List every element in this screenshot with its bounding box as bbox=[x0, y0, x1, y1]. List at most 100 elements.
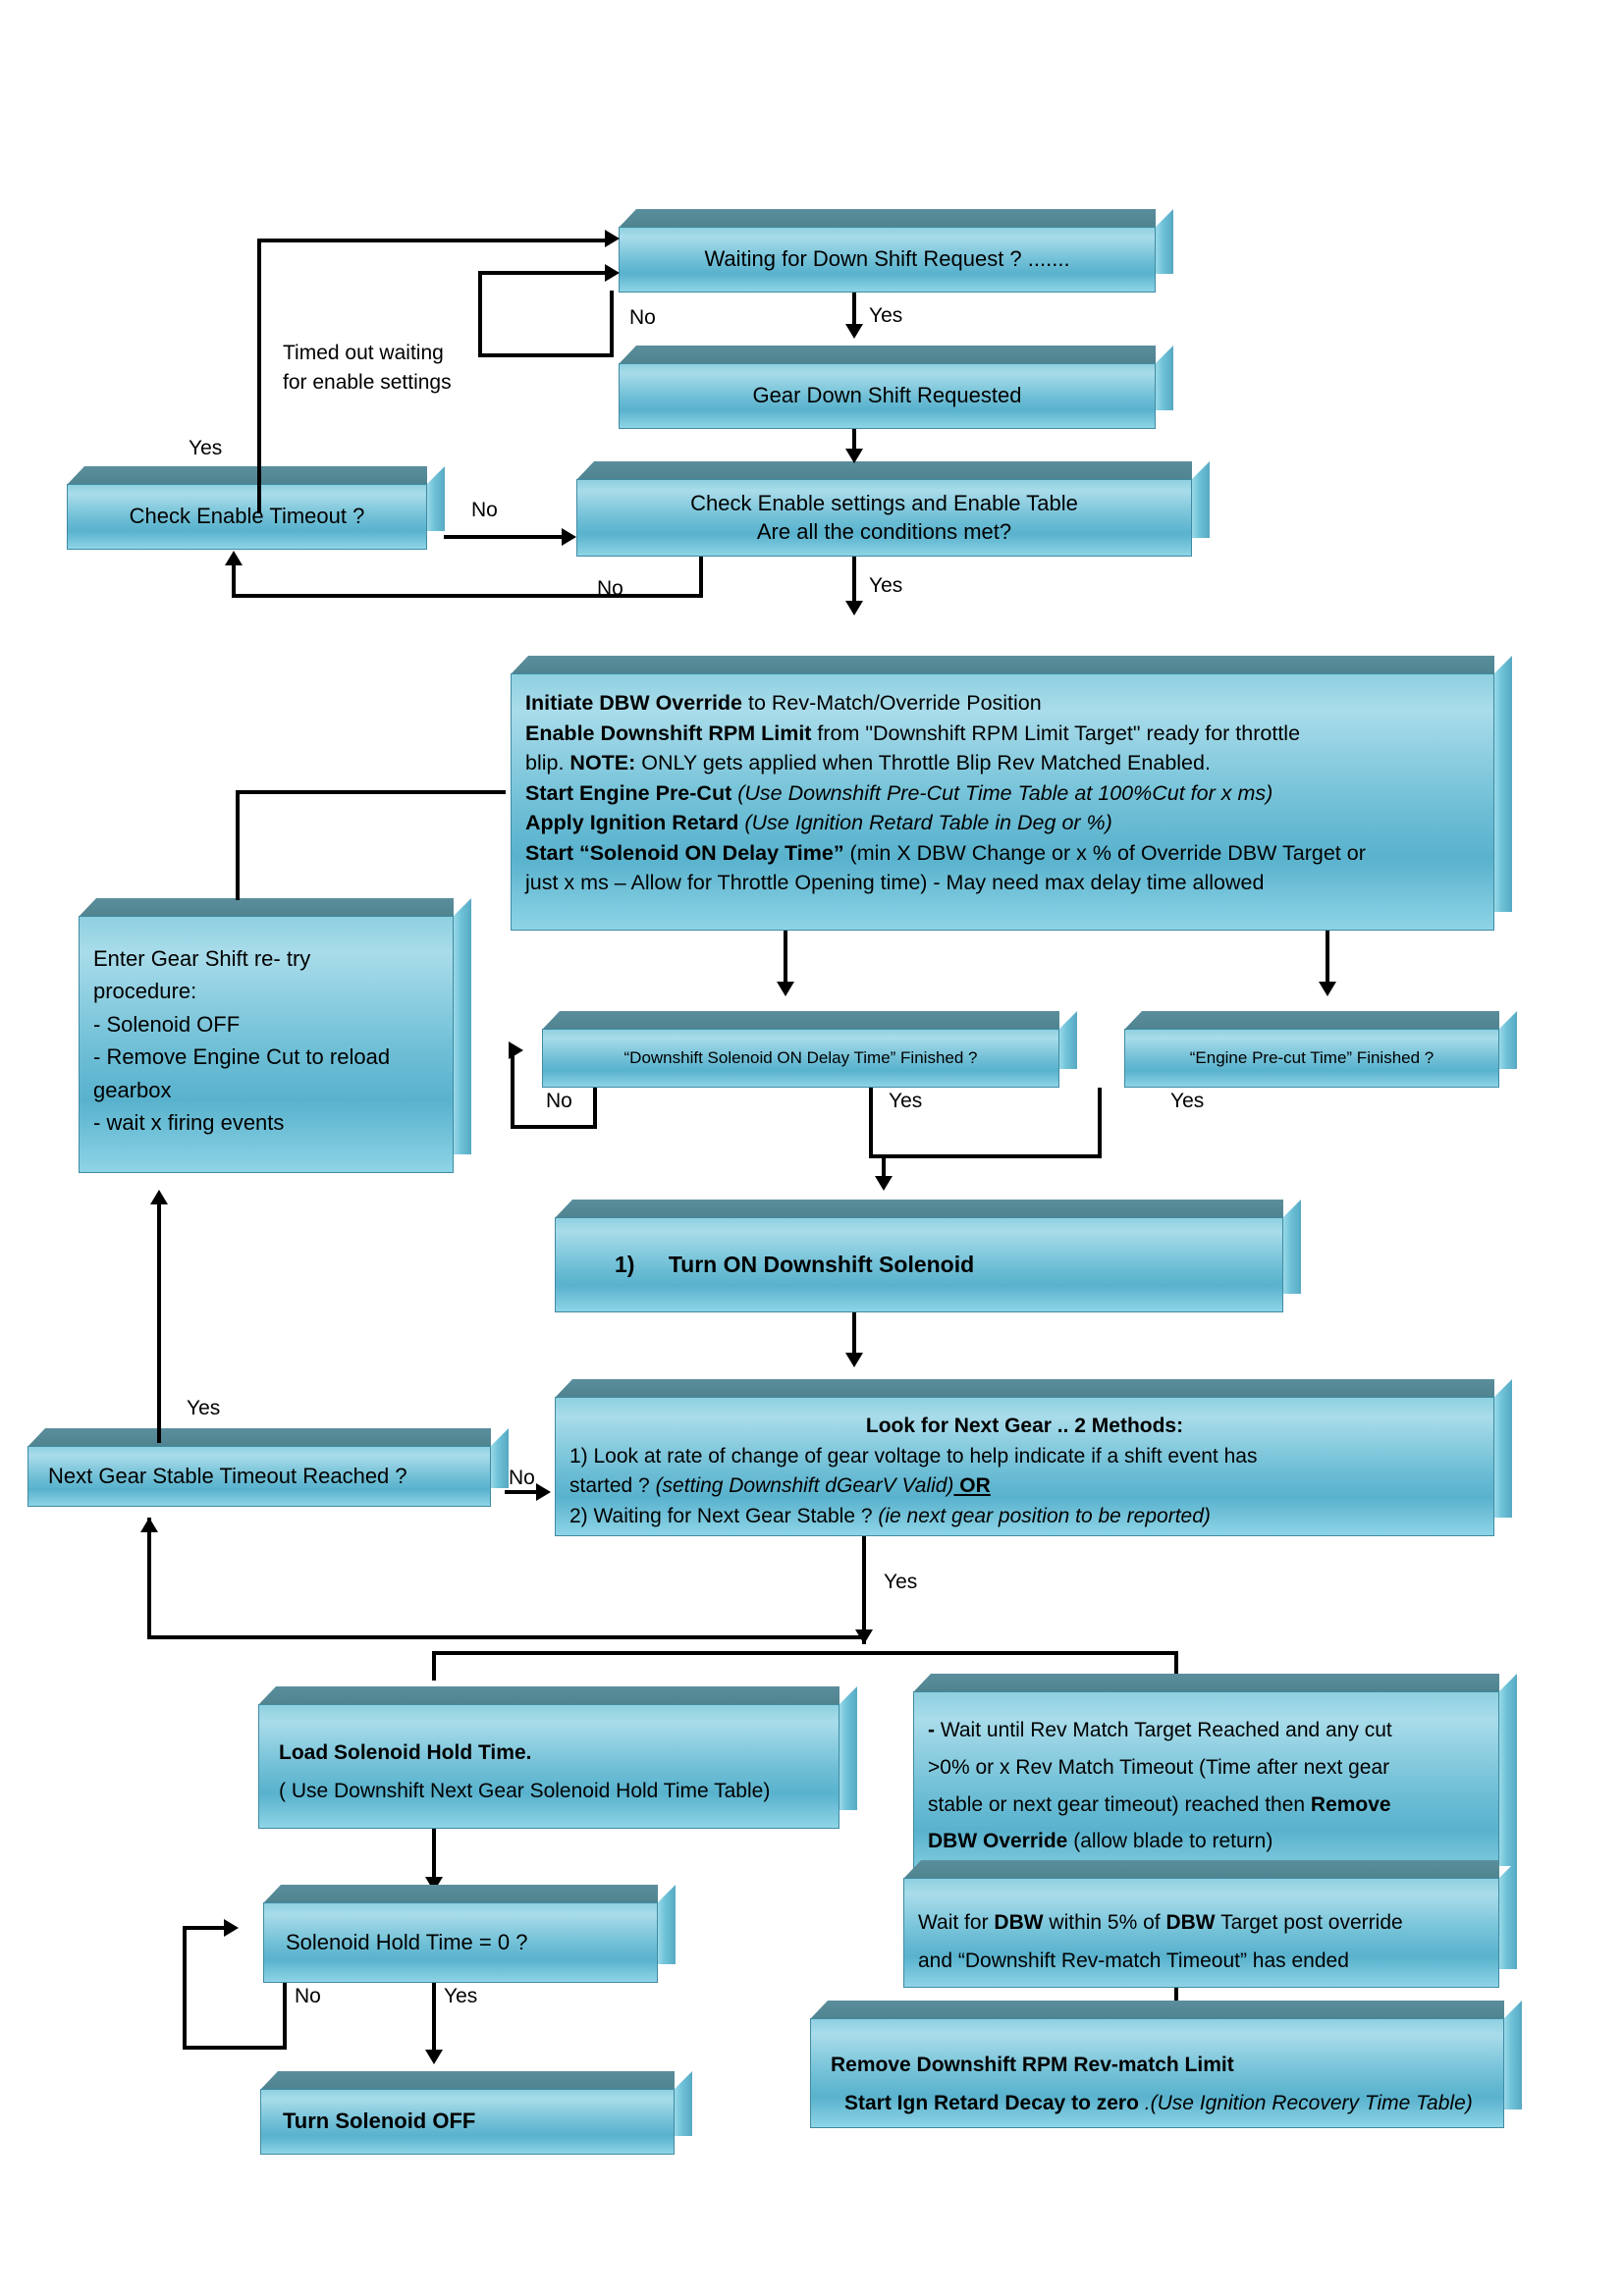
connector-split-bar bbox=[432, 1651, 1178, 1655]
node-wait-rev-match-target[interactable]: - Wait until Rev Match Target Reached an… bbox=[913, 1674, 1517, 1885]
dbw-line-3-a: blip. bbox=[525, 751, 570, 775]
box-side-face bbox=[426, 466, 445, 531]
rev-match-line-4-rest: (allow blade to return) bbox=[1067, 1830, 1273, 1853]
connector-waiting-no-down bbox=[610, 291, 614, 357]
next-gear-line-3: 2) Waiting for Next Gear Stable ? (ie ne… bbox=[569, 1502, 1480, 1532]
box-top-face bbox=[903, 1860, 1499, 1879]
turn-on-text: Turn ON Downshift Solenoid bbox=[668, 1251, 975, 1277]
dbw-line-1: Initiate DBW Override to Rev-Match/Overr… bbox=[525, 688, 1480, 719]
box-top-face bbox=[258, 1686, 839, 1705]
node-label: Check Enable Timeout ? bbox=[129, 504, 365, 529]
label-yes-check-timeout: Yes bbox=[189, 437, 223, 459]
node-label: Turn Solenoid OFF bbox=[283, 2109, 476, 2134]
node-label: Next Gear Stable Timeout Reached ? bbox=[48, 1463, 407, 1488]
dbw-within-a: Wait for bbox=[918, 1911, 995, 1934]
box-side-face bbox=[1503, 2001, 1522, 2109]
connector-waiting-to-requested bbox=[852, 293, 856, 330]
box-front-face: - Wait until Rev Match Target Reached an… bbox=[913, 1691, 1499, 1885]
connector-holdzero-no-down bbox=[283, 1983, 287, 2050]
connector-split-left bbox=[432, 1651, 436, 1681]
dbw-line-4-italic: (Use Downshift Pre-Cut Time Table at 100… bbox=[731, 780, 1273, 805]
node-look-for-next-gear[interactable]: Look for Next Gear .. 2 Methods: 1) Look… bbox=[555, 1379, 1512, 1536]
node-waiting-downshift-request[interactable]: Waiting for Down Shift Request ? ....... bbox=[619, 209, 1173, 293]
rev-match-line-1: - Wait until Rev Match Target Reached an… bbox=[928, 1712, 1485, 1749]
box-side-face bbox=[1498, 1860, 1517, 1969]
node-label-line-1: Check Enable settings and Enable Table bbox=[690, 490, 1078, 515]
node-downshift-solenoid-delay-finished[interactable]: “Downshift Solenoid ON Delay Time” Finis… bbox=[542, 1011, 1077, 1088]
dbw-line-2-bold: Enable Downshift RPM Limit bbox=[525, 721, 812, 745]
node-label: “Engine Pre-cut Time” Finished ? bbox=[1189, 1047, 1435, 1067]
box-front-face: Check Enable settings and Enable Table A… bbox=[576, 479, 1192, 557]
connector-precut-yes-horizontal bbox=[884, 1154, 1102, 1158]
node-turn-on-downshift-solenoid[interactable]: 1) Turn ON Downshift Solenoid bbox=[555, 1200, 1301, 1312]
node-label: Initiate DBW Override to Rev-Match/Overr… bbox=[512, 688, 1493, 898]
retry-line-6: - wait x firing events bbox=[93, 1110, 285, 1136]
label-no-settings: No bbox=[597, 577, 623, 600]
dbw-line-6-bold: Start “Solenoid ON Delay Time” bbox=[525, 840, 844, 865]
box-top-face bbox=[810, 2001, 1504, 2019]
node-check-enable-settings[interactable]: Check Enable settings and Enable Table A… bbox=[576, 461, 1210, 557]
node-solenoid-hold-time-zero[interactable]: Solenoid Hold Time = 0 ? bbox=[263, 1885, 676, 1983]
box-front-face: Solenoid Hold Time = 0 ? bbox=[263, 1902, 658, 1983]
box-top-face bbox=[542, 1011, 1059, 1030]
label-yes-waiting: Yes bbox=[869, 304, 903, 327]
load-hold-line-2: ( Use Downshift Next Gear Solenoid Hold … bbox=[279, 1779, 771, 1802]
dbw-line-1-rest: to Rev-Match/Override Position bbox=[742, 691, 1042, 715]
node-initiate-dbw-override[interactable]: Initiate DBW Override to Rev-Match/Overr… bbox=[511, 656, 1512, 931]
node-label: Look for Next Gear .. 2 Methods: 1) Look… bbox=[556, 1412, 1493, 1532]
node-label: Remove Downshift RPM Rev-match Limit Sta… bbox=[811, 2047, 1503, 2123]
connector-timeout-no bbox=[444, 535, 571, 539]
remove-limit-line-2: Start Ign Retard Decay to zero .(Use Ign… bbox=[831, 2085, 1489, 2123]
node-engine-precut-time-finished[interactable]: “Engine Pre-cut Time” Finished ? bbox=[1124, 1011, 1517, 1088]
node-check-enable-timeout[interactable]: Check Enable Timeout ? bbox=[67, 466, 445, 550]
rev-match-dash: - bbox=[928, 1719, 935, 1741]
node-next-gear-stable-timeout[interactable]: Next Gear Stable Timeout Reached ? bbox=[27, 1428, 509, 1507]
dbw-line-5-italic: (Use Ignition Retard Table in Deg or %) bbox=[738, 811, 1112, 835]
arrowhead-holdzero-yes bbox=[425, 2050, 443, 2064]
next-gear-line-3-italic: (ie next gear position to be reported) bbox=[878, 1504, 1211, 1527]
node-wait-dbw-within-5pct[interactable]: Wait for DBW within 5% of DBW Target pos… bbox=[903, 1860, 1517, 1988]
dbw-line-4-bold: Start Engine Pre-Cut bbox=[525, 780, 732, 805]
label-no-holdzero: No bbox=[295, 1985, 321, 2007]
arrowhead-holdzero-no bbox=[224, 1919, 239, 1937]
rev-match-line-3-a: stable or next gear timeout) reached the… bbox=[928, 1792, 1311, 1816]
node-enter-gear-shift-retry[interactable]: Enter Gear Shift re- try procedure: - So… bbox=[79, 898, 471, 1173]
next-gear-line-1: 1) Look at rate of change of gear voltag… bbox=[569, 1444, 1258, 1468]
box-top-face bbox=[619, 346, 1156, 364]
connector-delay-yes-down bbox=[869, 1088, 873, 1158]
box-front-face: Next Gear Stable Timeout Reached ? bbox=[27, 1446, 491, 1507]
retry-line-3: - Solenoid OFF bbox=[93, 1011, 241, 1037]
node-gear-downshift-requested[interactable]: Gear Down Shift Requested bbox=[619, 346, 1173, 429]
arrowhead-join-to-turnon bbox=[875, 1176, 893, 1191]
node-turn-solenoid-off[interactable]: Turn Solenoid OFF bbox=[260, 2071, 692, 2155]
box-front-face: Check Enable Timeout ? bbox=[67, 484, 427, 550]
connector-waiting-no-horizontal bbox=[478, 353, 614, 357]
node-remove-downshift-rpm-revmatch-limit[interactable]: Remove Downshift RPM Rev-match Limit Sta… bbox=[810, 2001, 1522, 2128]
box-front-face: Wait for DBW within 5% of DBW Target pos… bbox=[903, 1878, 1499, 1988]
remove-limit-line-1: Remove Downshift RPM Rev-match Limit bbox=[831, 2054, 1234, 2076]
rev-match-line-4-bold: DBW Override bbox=[928, 1830, 1068, 1853]
connector-join-to-turnon bbox=[882, 1154, 886, 1184]
box-front-face: Waiting for Down Shift Request ? ....... bbox=[619, 227, 1156, 293]
rev-match-line-1-rest: Wait until Rev Match Target Reached and … bbox=[935, 1719, 1392, 1741]
arrowhead-to-waiting-outer bbox=[605, 230, 620, 247]
arrowhead-settings-no-to-timeout bbox=[225, 551, 243, 565]
arrowhead-timeout-no bbox=[562, 528, 576, 546]
node-label: Waiting for Down Shift Request ? ....... bbox=[704, 246, 1070, 272]
label-timed-out-waiting: Timed out waiting for enable settings bbox=[283, 342, 452, 395]
node-label: Gear Down Shift Requested bbox=[752, 383, 1022, 408]
next-gear-line-2-a: started ? bbox=[569, 1474, 656, 1498]
turn-on-number: 1) bbox=[615, 1251, 635, 1277]
box-front-face: “Engine Pre-cut Time” Finished ? bbox=[1124, 1029, 1499, 1088]
node-load-solenoid-hold-time[interactable]: Load Solenoid Hold Time. ( Use Downshift… bbox=[258, 1686, 857, 1829]
connector-nextgeartimeout-no bbox=[505, 1490, 544, 1494]
arrowhead-requested-to-settings bbox=[845, 449, 863, 463]
connector-dbw-to-solenoid-delay bbox=[784, 931, 787, 988]
rev-match-line-4: DBW Override (allow blade to return) bbox=[928, 1823, 1485, 1860]
box-side-face bbox=[1282, 1200, 1301, 1294]
remove-limit-line-2-italic: .(Use Ignition Recovery Time Table) bbox=[1138, 2091, 1473, 2114]
label-yes-precut: Yes bbox=[1170, 1090, 1205, 1112]
label-yes-nextgeartimeout: Yes bbox=[187, 1397, 221, 1419]
arrowhead-nextgear-yes bbox=[855, 1629, 873, 1644]
